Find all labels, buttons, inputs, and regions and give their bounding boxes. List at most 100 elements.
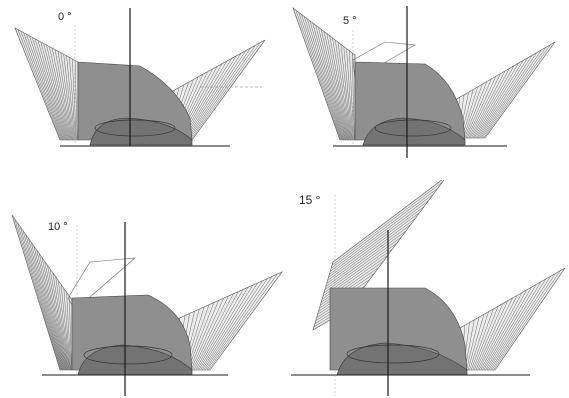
- hatch-line: [189, 300, 220, 371]
- hatch-line: [36, 249, 66, 371]
- hatch-line: [298, 12, 342, 141]
- hatch-line: [197, 289, 244, 371]
- hatch-line: [20, 31, 62, 141]
- dome-ellipse: [346, 344, 440, 364]
- hatch-line: [205, 278, 268, 371]
- hatch-line: [57, 51, 73, 141]
- hatch-line: [326, 33, 349, 141]
- hatch-line: [467, 314, 485, 371]
- hatch-line: [479, 52, 538, 139]
- axes: [42, 222, 228, 396]
- central-body: [354, 61, 466, 146]
- hatch-line: [188, 45, 256, 141]
- hatch-line: [209, 271, 283, 371]
- hatch-line: [330, 194, 434, 272]
- hatch-line: [477, 297, 513, 371]
- hatch-line: [31, 37, 66, 141]
- hatch-line: [60, 284, 71, 371]
- panel-5-degrees: 5 °: [285, 0, 569, 170]
- hatch-line: [482, 47, 547, 139]
- hatch-line: [472, 65, 515, 139]
- hatch-line: [69, 296, 72, 371]
- hatch-line: [192, 295, 229, 371]
- hatch-line: [480, 292, 523, 371]
- hatch-line: [312, 22, 346, 141]
- hatch-line: [14, 27, 61, 141]
- hatch-line: [484, 41, 556, 139]
- hatch-line: [323, 31, 348, 141]
- hatch-line: [469, 70, 506, 139]
- hatch-line: [323, 236, 402, 294]
- hatch-line: [17, 29, 62, 141]
- panel-0-degrees: 0 °: [0, 0, 285, 170]
- hatch-line: [190, 298, 224, 371]
- dome-ellipse: [83, 345, 173, 365]
- hatch-line: [23, 32, 63, 141]
- hatch-line: [343, 46, 353, 141]
- hatch-line: [29, 35, 65, 141]
- hatch-line: [55, 276, 69, 371]
- hatch-line: [325, 224, 411, 287]
- angle-label: 10 °: [48, 221, 68, 233]
- hatch-lines: [11, 214, 283, 371]
- hatch-line: [30, 241, 65, 371]
- hatch-line: [461, 86, 478, 139]
- hatch-line: [335, 40, 351, 141]
- hatch-line: [191, 39, 266, 141]
- axes: [333, 6, 507, 158]
- hatch-line: [332, 37, 350, 141]
- hatch-line: [331, 187, 439, 269]
- hatch-line: [332, 180, 443, 263]
- hatch-line: [493, 270, 561, 371]
- hatch-line: [63, 288, 71, 371]
- hatch-line: [483, 44, 551, 139]
- hatch-line: [184, 53, 242, 141]
- hatch-line: [63, 54, 75, 141]
- left-wing-surface: [11, 214, 73, 371]
- hatch-line: [327, 212, 420, 281]
- hatch-line: [52, 272, 69, 371]
- hatch-line: [329, 35, 350, 141]
- hatch-line: [292, 7, 341, 141]
- hatch-line: [469, 311, 489, 371]
- hatch-line: [467, 76, 497, 139]
- hatch-line: [187, 47, 251, 141]
- hatch-line: [33, 245, 65, 371]
- hatch-line: [49, 46, 71, 141]
- hatch-line: [60, 52, 74, 141]
- hatch-line: [351, 52, 355, 141]
- hatch-line: [22, 230, 63, 371]
- hatch-line: [51, 48, 71, 141]
- hatch-line: [462, 84, 483, 139]
- angle-label: 0 °: [58, 11, 72, 23]
- hatch-line: [37, 40, 67, 141]
- hatch-line: [183, 55, 237, 141]
- hatch-line: [337, 42, 352, 141]
- hatch-line: [74, 60, 78, 141]
- hatch-line: [475, 60, 524, 139]
- panel-15-degrees: 15 °: [285, 180, 569, 398]
- panel-10-degrees: 10 °: [0, 180, 285, 398]
- hatch-line: [69, 57, 76, 141]
- hatch-line: [200, 284, 254, 371]
- hatch-line: [472, 306, 499, 371]
- hatch-line: [315, 25, 346, 141]
- hatch-line: [331, 181, 443, 266]
- hatch-line: [471, 68, 510, 139]
- panel-0-drawing: 0 °: [14, 8, 266, 147]
- central-body: [71, 294, 193, 376]
- hatch-line: [40, 41, 68, 141]
- dome-ellipse: [374, 119, 452, 137]
- hatch-line: [468, 73, 501, 139]
- hatch-line: [475, 300, 508, 371]
- hatch-line: [206, 276, 273, 371]
- hatch-line: [198, 287, 249, 371]
- hatch-line: [58, 280, 70, 371]
- hatch-line: [328, 206, 425, 278]
- hatch-line: [320, 29, 348, 141]
- hatch-line: [28, 238, 64, 371]
- hatch-line: [66, 292, 72, 371]
- hatch-line: [322, 242, 398, 297]
- hatch-line: [477, 55, 533, 139]
- hatch-line: [203, 280, 263, 371]
